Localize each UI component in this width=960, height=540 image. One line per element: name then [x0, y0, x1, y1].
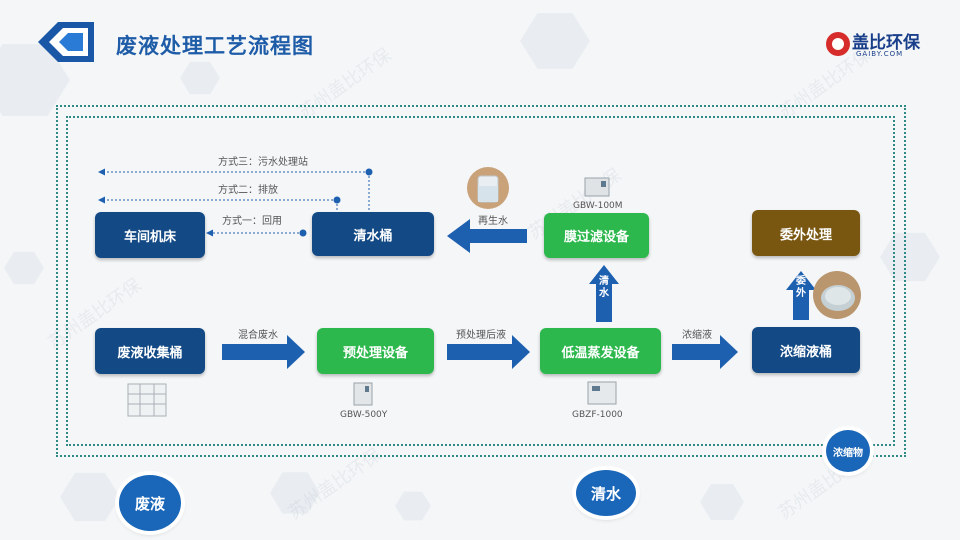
bg-hexagon	[180, 61, 220, 95]
box-waste-collection: 废液收集桶	[95, 328, 205, 374]
bg-hexagon	[520, 13, 590, 69]
model-pretreatment: GBW-500Y	[340, 410, 388, 420]
box-workshop: 车间机床	[95, 212, 205, 258]
bg-hexagon	[270, 472, 320, 514]
label-pretreated: 预处理后液	[456, 330, 506, 341]
chevron-left-logo-icon	[38, 22, 94, 62]
label-outsource-vertical: 委外	[796, 276, 806, 299]
label-method2: 方式二：排放	[218, 185, 278, 196]
box-membrane-filter: 膜过滤设备	[544, 213, 649, 258]
box-pretreatment: 预处理设备	[317, 328, 434, 374]
box-outsource: 委外处理	[752, 210, 860, 256]
label-clear-water-vertical: 清水	[599, 276, 609, 299]
label-recycled-water: 再生水	[478, 216, 508, 227]
concentrate-sample-photo	[813, 271, 861, 319]
bg-hexagon	[4, 251, 44, 285]
box-concentrate-tank: 浓缩液桶	[752, 327, 860, 373]
brand-name: 盖比环保	[852, 33, 920, 53]
outer-dotted-frame	[56, 105, 906, 457]
brand-mark-icon	[826, 32, 850, 56]
evaporator-device-image	[587, 381, 617, 405]
recycled-water-photo	[467, 167, 509, 209]
pretreatment-device-image	[353, 382, 373, 406]
model-evaporator: GBZF-1000	[572, 410, 623, 420]
brand-logo: 盖比环保 GAIBY.COM	[826, 28, 930, 66]
circle-waste: 废液	[119, 475, 181, 531]
brand-domain: GAIBY.COM	[856, 50, 904, 58]
box-clear-water-tank: 清水桶	[312, 212, 434, 256]
inner-dotted-frame	[66, 116, 895, 446]
circle-clear-water: 清水	[576, 470, 636, 516]
label-concentrate-liquid: 浓缩液	[682, 330, 712, 341]
label-mixed-waste: 混合废水	[238, 330, 278, 341]
page-title: 废液处理工艺流程图	[116, 34, 314, 58]
collection-tank-image	[127, 383, 167, 417]
label-method1: 方式一：回用	[222, 216, 282, 227]
model-membrane: GBW-100M	[573, 201, 623, 211]
membrane-device-image	[584, 177, 610, 197]
box-low-temp-evaporator: 低温蒸发设备	[540, 328, 661, 374]
label-method3: 方式三：污水处理站	[218, 157, 308, 168]
circle-concentrate: 浓缩物	[826, 430, 870, 472]
